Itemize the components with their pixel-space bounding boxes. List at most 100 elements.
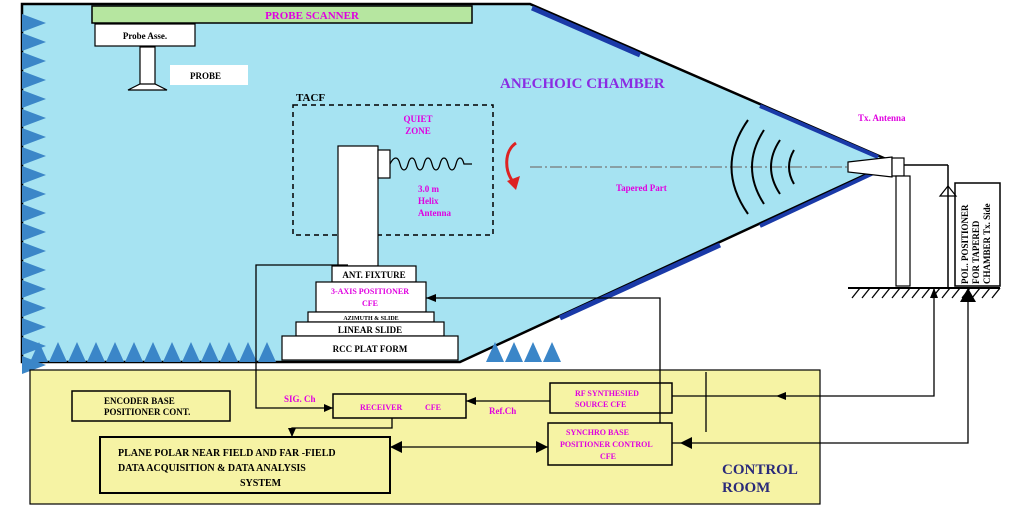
synchro-label-3: CFE xyxy=(600,452,616,461)
absorber-spike xyxy=(30,342,48,362)
helix-label-3: Antenna xyxy=(418,208,452,218)
absorber-spike xyxy=(524,342,542,362)
absorber-spike xyxy=(22,33,46,51)
absorber-spike xyxy=(22,280,46,298)
absorber-spike xyxy=(22,166,46,184)
quiet-zone-label-2: ZONE xyxy=(405,126,431,136)
absorber-spike xyxy=(106,342,124,362)
absorber-spike xyxy=(22,261,46,279)
receiver-cfe-label: CFE xyxy=(425,403,441,412)
control-room-label-1: CONTROL xyxy=(722,462,798,478)
synchro-label-1: SYNCHRO BASE xyxy=(566,428,629,437)
tacf-quiet-zone-box xyxy=(292,104,494,236)
synchro-label-2: POSITIONER CONTROL xyxy=(560,440,653,449)
ground-triangle xyxy=(960,288,976,302)
helix-antenna-coil xyxy=(389,157,472,171)
absorber-spike xyxy=(68,342,86,362)
anechoic-chamber-title: ANECHOIC CHAMBER xyxy=(500,76,665,92)
helix-feed-block xyxy=(377,149,391,179)
probe-label-box xyxy=(170,65,248,85)
bottom-absorber-spikes xyxy=(30,342,561,362)
synchro-box xyxy=(547,422,673,466)
absorber-spike xyxy=(22,71,46,89)
pol-positioner-label-2: FOR TAPERED xyxy=(971,220,981,284)
left-absorber-spikes xyxy=(22,14,46,374)
probe-assembly-label: Probe Asse. xyxy=(123,31,167,41)
taper-edge-mid-top xyxy=(759,104,879,159)
absorber-spike xyxy=(22,128,46,146)
probe-tip xyxy=(127,83,168,91)
pol-positioner-text: POL. POSITIONER FOR TAPERED CHAMBER Tx. … xyxy=(960,203,992,284)
absorber-spike xyxy=(258,342,276,362)
quiet-zone-label-1: QUIET xyxy=(403,114,432,124)
hatch-mark xyxy=(981,287,991,299)
helix-label-1: 3.0 m xyxy=(418,184,440,194)
encoder-box xyxy=(71,390,231,422)
probe-stem xyxy=(139,46,156,86)
probe-scanner-label: PROBE SCANNER xyxy=(265,10,360,22)
absorber-spike xyxy=(22,90,46,108)
wavefronts xyxy=(730,119,795,215)
tx-tower xyxy=(895,175,911,287)
absorber-spike xyxy=(239,342,257,362)
control-room-label-2: ROOM xyxy=(722,480,770,496)
absorber-spike xyxy=(22,356,46,374)
tacf-label: TACF xyxy=(296,92,325,104)
probe-scanner-bar xyxy=(91,5,473,24)
taper-edge-bottom xyxy=(558,242,722,321)
absorber-spike xyxy=(22,337,46,355)
hatch-mark xyxy=(871,287,881,299)
rf-source-box xyxy=(549,382,673,414)
absorber-spike xyxy=(22,299,46,317)
tx-horn xyxy=(847,156,893,178)
probe-assembly-box xyxy=(94,23,196,47)
daq-box xyxy=(99,436,391,494)
absorber-spike xyxy=(486,342,504,362)
daq-label-3: SYSTEM xyxy=(240,478,282,489)
azimuth-slide-label: AZIMUTH & SLIDE xyxy=(343,316,398,322)
tapered-part-label: Tapered Part xyxy=(616,183,667,193)
rcc-platform-box xyxy=(281,335,459,361)
absorber-spike xyxy=(22,52,46,70)
probe-label: PROBE xyxy=(190,71,221,81)
rotation-arrowhead xyxy=(507,176,520,190)
receiver-label: RECEIVER xyxy=(360,403,402,412)
tx-mount xyxy=(891,157,905,177)
rf-source-label-1: RF SYNTHESIED xyxy=(575,389,639,398)
axis-positioner-label-2: CFE xyxy=(362,299,378,308)
absorber-spike xyxy=(22,147,46,165)
absorber-spike xyxy=(22,185,46,203)
rcc-platform-label: RCC PLAT FORM xyxy=(333,344,408,354)
hatch-mark xyxy=(921,287,931,299)
hatch-mark xyxy=(851,287,861,299)
hatch-mark xyxy=(901,287,911,299)
absorber-spike xyxy=(22,318,46,336)
taper-edge-low xyxy=(759,168,881,228)
axis-positioner-label-1: 3-AXIS POSITIONER xyxy=(331,287,409,296)
hatch-mark xyxy=(911,287,921,299)
ant-fixture-label: ANT. FIXTURE xyxy=(342,270,405,280)
pol-positioner-label-1: POL. POSITIONER xyxy=(960,204,970,284)
absorber-spike xyxy=(144,342,162,362)
ref-ch-label: Ref.Ch xyxy=(489,406,516,416)
absorber-spike xyxy=(201,342,219,362)
taper-edge-top xyxy=(531,5,641,58)
hatch-mark xyxy=(941,287,951,299)
absorber-spike xyxy=(543,342,561,362)
absorber-spike xyxy=(125,342,143,362)
hatch-mark xyxy=(971,287,981,299)
absorber-spike xyxy=(49,342,67,362)
hatch-mark xyxy=(861,287,871,299)
absorber-spike xyxy=(87,342,105,362)
absorber-spike xyxy=(505,342,523,362)
absorber-spike xyxy=(163,342,181,362)
linear-slide-label: LINEAR SLIDE xyxy=(338,325,402,335)
daq-label-2: DATA ACQUISITION & DATA ANALYSIS xyxy=(118,463,306,474)
absorber-spike xyxy=(220,342,238,362)
hatch-mark xyxy=(991,287,1001,299)
hatch-mark xyxy=(891,287,901,299)
absorber-spike xyxy=(182,342,200,362)
pol-up-arrow xyxy=(938,185,958,197)
pol-positioner-panel xyxy=(954,182,1001,287)
